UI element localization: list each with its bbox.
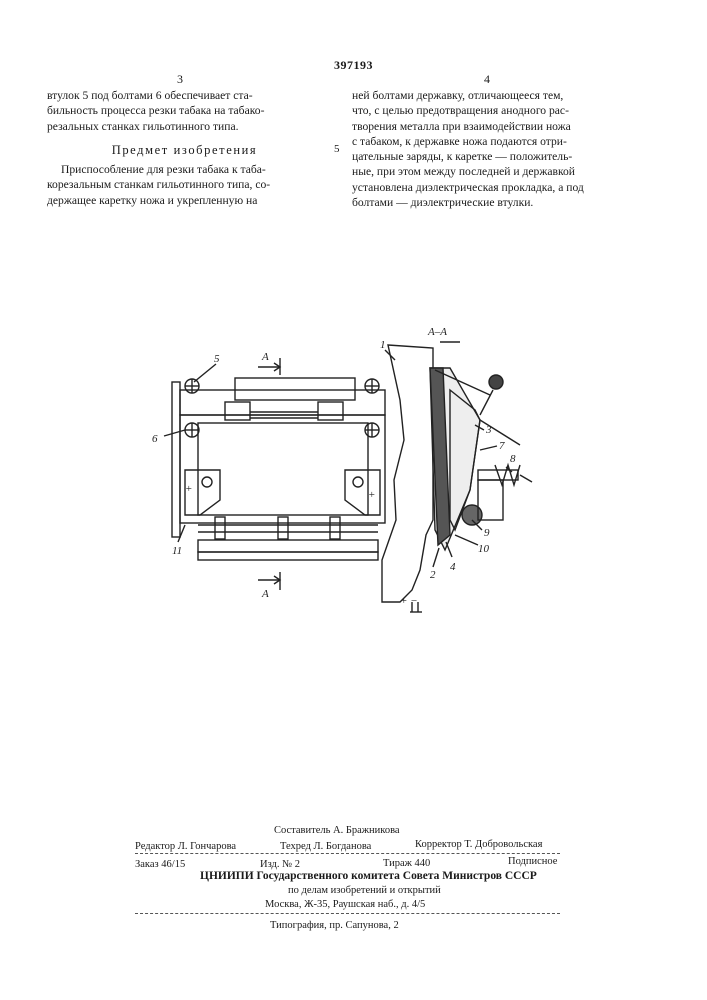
side-plate [172, 382, 180, 537]
clamp-right [318, 402, 343, 420]
order: Заказ 46/15 [135, 858, 185, 871]
text-line: что, с целью предотвращения анодного рас… [352, 103, 632, 118]
plus-sign: + [368, 489, 375, 501]
org-line-3: Москва, Ж-35, Раушская наб., д. 4/5 [265, 898, 425, 911]
label-1: 1 [380, 339, 386, 351]
corrector: Корректор Т. Добровольская [415, 838, 542, 851]
left-view [164, 358, 385, 590]
label-3: 3 [485, 424, 492, 436]
technical-drawing: + + 5 6 11 А А [150, 320, 550, 620]
text-line: Приспособление для резки табака к таба- [47, 162, 322, 177]
left-column: втулок 5 под болтами 6 обеспечивает ста-… [47, 88, 322, 208]
column-number-right: 4 [484, 72, 490, 87]
text-line: бильность процесса резки табака на табак… [47, 103, 322, 118]
patent-number: 397193 [0, 58, 707, 73]
label-7: 7 [499, 440, 505, 452]
knife-holder-bar [198, 540, 378, 552]
top-block [235, 378, 355, 400]
clamp-left [225, 402, 250, 420]
text-line: цательные заряды, к каретке — положитель… [352, 149, 632, 164]
right-column: ней болтами державку, отличающееся тем, … [352, 88, 632, 210]
claim-heading: Предмет изобретения [47, 143, 322, 158]
top-bar [180, 390, 385, 415]
roller [462, 505, 482, 525]
text-line: втулок 5 под болтами 6 обеспечивает ста- [47, 88, 322, 103]
text-line: ные, при этом между последней и державко… [352, 164, 632, 179]
divider [135, 913, 560, 914]
editor: Редактор Л. Гончарова [135, 840, 236, 853]
text-line: установлена диэлектрическая прокладка, а… [352, 180, 632, 195]
label-4: 4 [450, 561, 456, 573]
org-line-2: по делам изобретений и открытий [288, 884, 441, 897]
tobacco-block [382, 345, 433, 602]
column-number-left: 3 [177, 72, 183, 87]
text-line: корезальным станкам гильотинного типа, с… [47, 177, 322, 192]
label-2: 2 [430, 569, 436, 581]
text-line: ней болтами державку, отличающееся тем, [352, 88, 632, 103]
text-line: держащее каретку ножа и укрепленную на [47, 193, 322, 208]
subscription: Подписное [508, 855, 557, 868]
section-mark-bottom: А [261, 588, 269, 600]
printer: Типография, пр. Сапунова, 2 [270, 919, 399, 932]
text-line: с табаком, к державке ножа подаются отри… [352, 134, 632, 149]
label-11: 11 [172, 545, 182, 557]
section-label: А–А [427, 326, 447, 338]
knob [489, 375, 503, 389]
plus-sign: + [185, 483, 192, 495]
label-8: 8 [510, 453, 516, 465]
compiler: Составитель А. Бражникова [274, 824, 400, 837]
text-line: болтами — диэлектрические втулки. [352, 195, 632, 210]
polarity-label: + − [400, 595, 418, 607]
section-view [382, 342, 532, 612]
divider [135, 853, 560, 854]
section-mark-top: А [261, 351, 269, 363]
text-line: творения металла при взаимодействии ножа [352, 119, 632, 134]
line-marker: 5 [334, 143, 340, 155]
text-line: резальных станках гильотинного типа. [47, 119, 322, 134]
techred: Техред Л. Богданова [280, 840, 371, 853]
circulation: Тираж 440 [383, 857, 430, 870]
label-10: 10 [478, 543, 490, 555]
label-6: 6 [152, 433, 158, 445]
label-9: 9 [484, 527, 490, 539]
org-line-1: ЦНИИПИ Государственного комитета Совета … [200, 870, 537, 883]
inner-frame [198, 423, 368, 515]
label-5: 5 [214, 353, 220, 365]
